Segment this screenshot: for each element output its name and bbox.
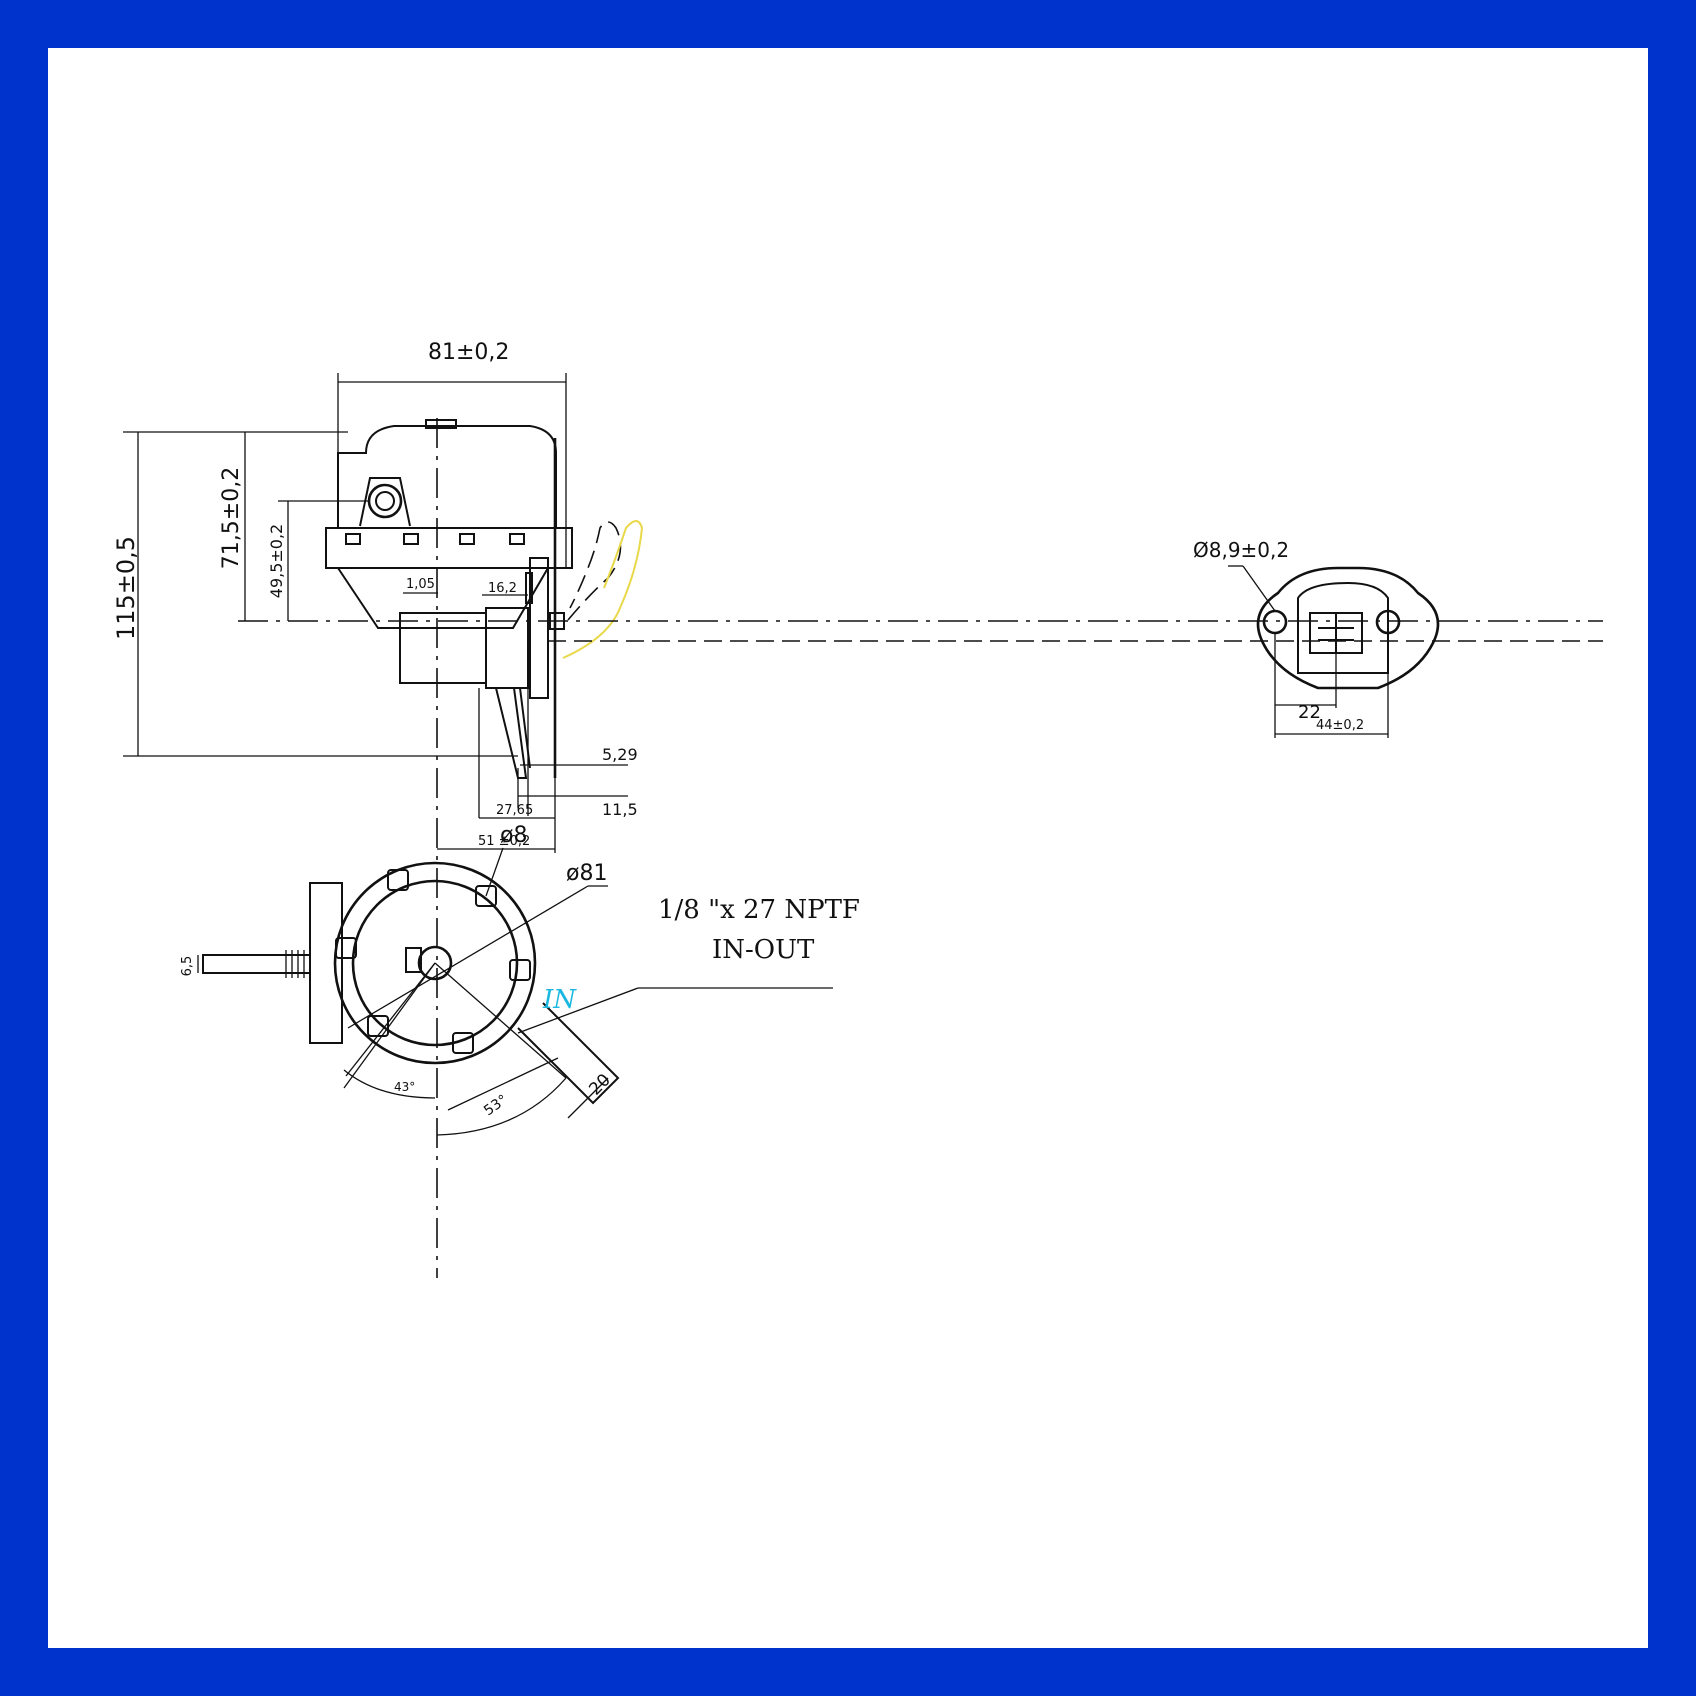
lever-arm [202,954,311,974]
rocker-lever [495,687,528,779]
lever-spring-coils [285,950,305,978]
side-view: 81±0,2 115±0,5 71,5±0,2 49,5±0,2 1,05 16… [112,340,1603,1278]
dim-51: 51 ±0,2 [478,834,530,849]
bolt [509,959,531,981]
dim-angle-53: 53° [481,1092,511,1119]
leader-line [1242,565,1276,612]
bolt [335,937,357,959]
thread-note-line2: IN-OUT [712,935,815,965]
leader-line-dia8 [485,847,504,897]
bolt [475,885,497,907]
angle-ref-line [345,962,436,1077]
dim-115: 115±0,5 [112,536,140,640]
cover-screw [459,533,475,545]
dim-49-5: 49,5±0,2 [267,524,286,598]
dim-dia81: ø81 [566,861,607,886]
dim-11-5: 11,5 [602,800,638,819]
drawing-sheet: 81±0,2 115±0,5 71,5±0,2 49,5±0,2 1,05 16… [48,48,1648,1648]
inner-body-circle [351,879,519,1047]
angle-ref-line [343,962,436,1089]
cover-cap [425,419,457,429]
outlet-port-hole [375,491,395,511]
dim-81: 81±0,2 [428,340,509,365]
lower-body [399,612,487,684]
outer-body-circle [333,861,537,1065]
dim-71-5: 71,5±0,2 [219,467,244,569]
flange-stud [525,572,533,604]
outlet-port-ring [367,483,403,519]
mounting-flange [529,557,549,699]
flange-cavity [1297,581,1389,674]
flange-bolt-hole [1262,609,1288,635]
dim-44: 44±0,2 [1316,718,1364,733]
cover-flange [325,527,573,569]
fuel-pump-technical-drawing: 81±0,2 115±0,5 71,5±0,2 49,5±0,2 1,05 16… [112,340,1603,1278]
angle-arc-43 [343,1069,436,1099]
inlet-label: IN [542,985,577,1015]
cover-screw [509,533,525,545]
dim-dia8: ø8 [500,823,527,848]
lever-highlight-curve [562,520,644,659]
lever-alt-position [567,521,622,621]
leader-line-dia81 [347,885,589,1029]
dim-line [567,1077,609,1119]
flange-outline [1256,566,1440,690]
outlet-port [517,1002,620,1105]
bolt [387,869,409,891]
bolt [452,1032,474,1054]
cover-screw [403,533,419,545]
dim-angle-43: 43° [394,1080,415,1094]
rocker-housing [485,607,529,689]
boss-key [405,947,422,973]
dim-hole-dia: Ø8,9±0,2 [1193,538,1289,562]
dim-27-65: 27,65 [496,803,533,818]
thread-note-line1: 1/8 "x 27 NPTF [658,895,860,925]
dim-22: 22 [1298,702,1321,723]
top-view: 6,5 20 ø81 ø8 IN 1/8 "x 27 NPTF IN-OUT 4… [180,823,860,1136]
angle-ref-line [447,1057,559,1111]
dim-20: 20 [585,1070,614,1099]
dim-5-29: 5,29 [602,745,638,764]
mounting-block [309,882,343,1044]
pump-body-taper [337,567,549,629]
angle-ref-line [434,962,567,1079]
dim-1-05: 1,05 [406,577,435,592]
dim-6-5: 6,5 [180,956,195,977]
center-boss [417,945,453,981]
outlet-port-boss [359,477,411,527]
cover-screw [345,533,361,545]
angle-arc-53 [436,1077,567,1136]
bolts [335,869,531,1054]
flange-view: Ø8,9±0,2 22 44±0,2 [1193,538,1440,738]
thread-leader [517,987,639,1034]
dim-16-2: 16,2 [488,581,517,596]
